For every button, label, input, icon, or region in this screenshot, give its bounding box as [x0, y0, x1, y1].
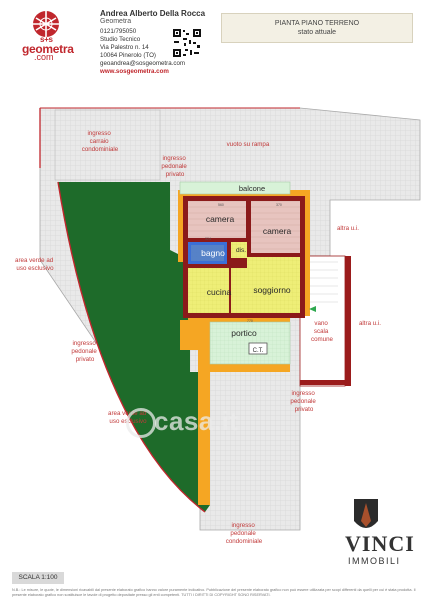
label-ingresso-pedonale-top: ingresso pedonale privato — [161, 155, 188, 178]
author-contacts: 0121/795050 Studio Tecnico Via Palestro … — [100, 28, 185, 76]
contact-line: Via Palestro n. 14 — [100, 44, 149, 51]
garden-area — [58, 182, 210, 512]
label-altra-ui-top: altra u.i. — [337, 225, 359, 232]
label-portico: portico — [231, 328, 257, 338]
svg-text:370: 370 — [276, 203, 282, 207]
author-title: Geometra — [100, 18, 132, 25]
vinci-emblem-icon — [354, 499, 378, 528]
svg-text:560: 560 — [218, 203, 224, 207]
label-vano-scala: vano scala comune — [311, 320, 334, 343]
contact-line: Studio Tecnico — [100, 36, 141, 43]
logo-sub: .com — [34, 52, 54, 62]
label-dis: dis. — [236, 247, 246, 254]
room-dis — [231, 242, 247, 258]
sos-geometra-logo — [6, 4, 88, 70]
room-camera-right — [251, 201, 300, 253]
logo-wordmark: s+s geometra — [22, 35, 74, 66]
svg-text:324: 324 — [205, 237, 211, 241]
website-link[interactable]: www.sosgeometra.com — [100, 68, 169, 75]
label-bagno: bagno — [201, 248, 225, 258]
label-area-verde-left: area verde ad uso esclusivo — [15, 257, 55, 272]
arrow-icon — [309, 306, 316, 312]
room-soggiorno — [188, 268, 300, 313]
logo-main: geometra — [22, 42, 74, 56]
label-ct: C.T. — [253, 348, 264, 354]
contact-line: 10064 Pinerolo (TO) — [100, 52, 156, 59]
brand-sub: IMMOBILI — [348, 556, 401, 566]
logo-top: s+s — [40, 35, 53, 44]
balcone — [179, 181, 291, 195]
label-camera-right: camera — [263, 226, 292, 236]
scale-label: SCALA 1:100 — [12, 572, 64, 584]
label-cucina: cucina — [207, 287, 232, 297]
label-vuoto-rampa: vuoto su rampa — [227, 141, 270, 148]
room-camera-left — [188, 201, 246, 238]
contact-line: 0121/795050 — [100, 28, 137, 35]
footer-disclaimer: N.B.: Le misure, le quote, le dimensioni… — [12, 588, 416, 597]
label-ingresso-pedonale-bottom: ingresso pedonale condominiale — [226, 522, 263, 545]
label-camera-left: camera — [206, 214, 235, 224]
globe-icon — [33, 11, 59, 37]
qr-code-icon[interactable] — [172, 28, 202, 58]
brand-name: VINCI — [345, 531, 415, 556]
contact-line: geoandrea@sosgeometra.com — [100, 60, 186, 67]
ct-box — [248, 342, 268, 355]
plan-title: PIANTA PIANO TERRENO — [274, 20, 360, 27]
label-altra-ui-mid: altra u.i. — [359, 320, 381, 327]
boundary-curve — [57, 181, 206, 513]
label-ingresso-pedonale-left: ingresso pedonale privato — [71, 340, 98, 363]
plan-title-box: PIANTA PIANO TERRENO stato attuale — [221, 13, 413, 43]
plan-subtitle: stato attuale — [297, 29, 337, 36]
svg-text:770: 770 — [247, 319, 253, 323]
label-ingresso-carraio: ingresso carraio condominiale — [82, 130, 119, 153]
floor-plan: 560 370 324 770 ingresso carraio condomi… — [15, 107, 421, 545]
watermark-logo-icon — [126, 408, 156, 438]
carraio-area — [54, 109, 161, 181]
label-soggiorno: soggiorno — [253, 285, 291, 295]
watermark: casa.it — [154, 406, 239, 436]
label-ingresso-pedonale-right: ingresso pedonale privato — [290, 390, 317, 413]
label-balcone: balcone — [239, 184, 265, 193]
author-name: Andrea Alberto Della Rocca — [100, 9, 206, 18]
